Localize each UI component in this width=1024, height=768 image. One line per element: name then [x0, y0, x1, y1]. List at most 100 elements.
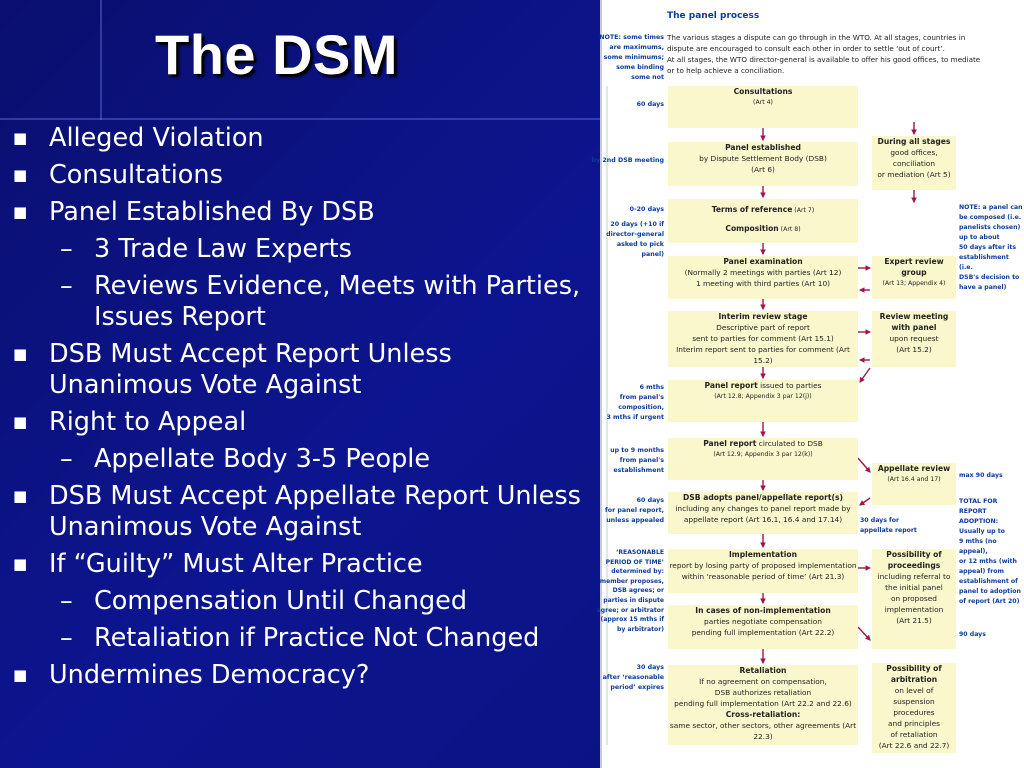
box-panel-report-issued: Panel report issued to parties (Art 12.8… — [668, 380, 858, 422]
label-max-90-days: max 90 days — [959, 471, 1023, 481]
text-line: ‘REASONABLE — [616, 549, 664, 556]
text-line: panel) — [641, 251, 664, 258]
sub-bullet-item: –Appellate Body 3-5 People — [12, 444, 602, 475]
bullet-marker: ■ — [13, 203, 28, 221]
bullet-item: ■DSB Must Accept Appellate Report Unless… — [12, 481, 602, 543]
text-line: (Art 15.2) — [896, 345, 932, 354]
text-line: NOTE: some times — [599, 34, 664, 41]
text-line: agree; or arbitrator — [596, 606, 664, 614]
text-line: upon request — [889, 334, 939, 343]
text-line: director-general — [606, 231, 664, 238]
box-dsb-adopts: DSB adopts panel/appellate report(s)incl… — [668, 492, 858, 534]
flow-arrow — [859, 497, 871, 506]
text-line: (Normally 2 meetings with parties (Art 1… — [684, 268, 842, 277]
bullet-marker: ■ — [13, 487, 28, 505]
text-line: 30 days — [636, 664, 664, 671]
text-line: TOTAL FOR — [959, 498, 998, 505]
text-line: suspension procedures — [893, 697, 935, 717]
bullet-item: ■DSB Must Accept Report Unless Unanimous… — [12, 339, 602, 401]
text-line: same sector, other sectors, other agreem… — [669, 721, 857, 741]
bullet-text: 3 Trade Law Experts — [94, 234, 352, 264]
text-line: for panel report, — [605, 507, 664, 514]
flow-arrow — [857, 457, 871, 473]
text-line: (Art 13; Appendix 4) — [882, 280, 946, 287]
text-line: panel to adoption — [959, 588, 1021, 595]
text-line: DSB's decision to — [959, 274, 1020, 281]
box-panel-report-circulated: Panel report circulated to DSB (Art 12.9… — [668, 438, 858, 480]
bullet-text: If “Guilty” Must Alter Practice — [49, 549, 423, 579]
box-appellate-review: Appellate review(Art 16.4 and 17) — [872, 463, 956, 505]
text-line: pending full implementation (Art 22.2) — [691, 628, 835, 637]
text-line: be composed (i.e. — [959, 214, 1022, 221]
text-line: member proposes, — [599, 577, 664, 585]
bullet-text: Undermines Democracy? — [49, 660, 370, 690]
text-line: appeal) from — [959, 568, 1004, 575]
bullet-item: ■ Undermines Democracy? — [12, 660, 602, 691]
text-line: parties in dispute — [603, 596, 664, 604]
box-panel-examination: Panel examination(Normally 2 meetings wi… — [668, 256, 858, 299]
text-line: of retaliation — [890, 730, 938, 739]
text-line: are maximums, — [609, 44, 664, 51]
text-line: 50 days after its — [959, 244, 1017, 251]
text-line: max 90 days — [959, 472, 1003, 479]
text-line: (Art 12.9; Appendix 3 par 12(k)) — [713, 451, 813, 458]
text-line: appellate report — [860, 527, 917, 534]
bullet-item: ■Panel Established By DSB — [12, 197, 602, 228]
text-line: 1 meeting with third parties (Art 10) — [695, 279, 831, 288]
text-line: Descriptive part of report — [716, 323, 810, 332]
sub-bullet-item: –Compensation Until Changed — [12, 586, 602, 617]
bullet-item: ■ Alleged Violation — [12, 123, 602, 154]
text-line: by Dispute Settlement Body (DSB) — [699, 154, 827, 163]
bullet-item: ■If “Guilty” Must Alter Practice — [12, 549, 602, 580]
bullet-text: Consultations — [49, 160, 223, 190]
text-line: establishment of — [959, 578, 1018, 585]
bullet-list: ■ Alleged Violation ■ Consultations ■Panel E… — [12, 123, 602, 697]
bullet-marker: ■ — [13, 129, 28, 147]
box-expert-review: Expert review group(Art 13; Appendix 4) — [872, 256, 956, 299]
bullet-text: Alleged Violation — [49, 123, 264, 153]
text-line: including referral to — [877, 572, 951, 581]
text-line: or mediation (Art 5) — [877, 170, 951, 179]
bullet-marker: ■ — [13, 166, 28, 184]
bullet-marker: ■ — [13, 666, 28, 684]
dash-marker: – — [60, 234, 73, 264]
panel-process-figure: The panel process The various stages a d… — [592, 0, 1024, 768]
text-line: (Art 21.5) — [896, 616, 932, 625]
text-line: determined by: — [611, 568, 664, 576]
text-line: have a panel) — [959, 284, 1007, 291]
text-line: (Art 12.8; Appendix 3 par 12(j)) — [714, 393, 812, 400]
left-label-dsb-meeting: by 2nd DSB meeting — [574, 156, 664, 166]
bullet-text: Right to Appeal — [49, 407, 247, 437]
bullet-marker: ■ — [13, 345, 28, 363]
text-line: DSB agrees; or — [612, 587, 664, 595]
text-line: parties negotiate compensation — [704, 617, 822, 626]
text-line: some not — [631, 74, 664, 81]
text-line: on level of — [894, 686, 934, 695]
text-line: by arbitrator) — [617, 625, 664, 633]
text-line: period’ expires — [610, 684, 664, 691]
text-line: composition, — [618, 404, 664, 411]
decor-horizontal-line — [0, 118, 600, 120]
text-line: conciliation — [892, 159, 936, 168]
text-line: establishment — [613, 467, 664, 474]
text-line: appellate report (Art 16.1, 16.4 and 17.… — [683, 515, 843, 524]
text-line: some binding — [616, 64, 664, 71]
text-line: up to about — [959, 234, 1000, 241]
bullet-text: Retaliation if Practice Not Changed — [94, 623, 540, 653]
text-line: 20 days (+10 if — [610, 221, 664, 228]
text-line: or 12 mths (with — [959, 558, 1017, 565]
text-line: 30 days for — [860, 517, 900, 524]
text-line: good offices, — [890, 148, 938, 157]
sub-bullet-item: –3 Trade Law Experts — [12, 234, 602, 265]
slide-title: The DSM — [155, 23, 399, 86]
